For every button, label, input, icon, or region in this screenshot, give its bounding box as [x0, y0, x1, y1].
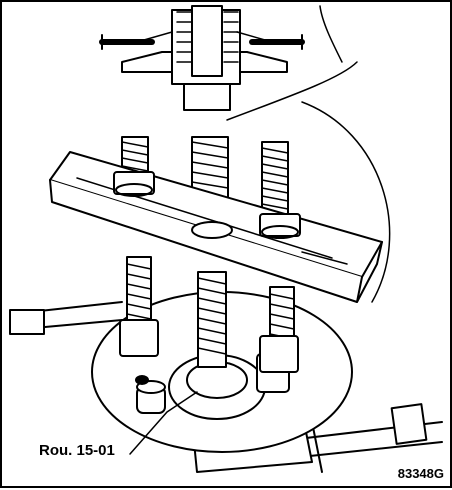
threaded-rods [119, 136, 299, 373]
tool-leader-line [129, 391, 198, 455]
puller-beam [49, 151, 383, 303]
tool-callout-label: Rou. 15-01 [39, 442, 115, 459]
inset-detail [99, 5, 391, 303]
figure-reference-code: 83348G [397, 466, 444, 481]
